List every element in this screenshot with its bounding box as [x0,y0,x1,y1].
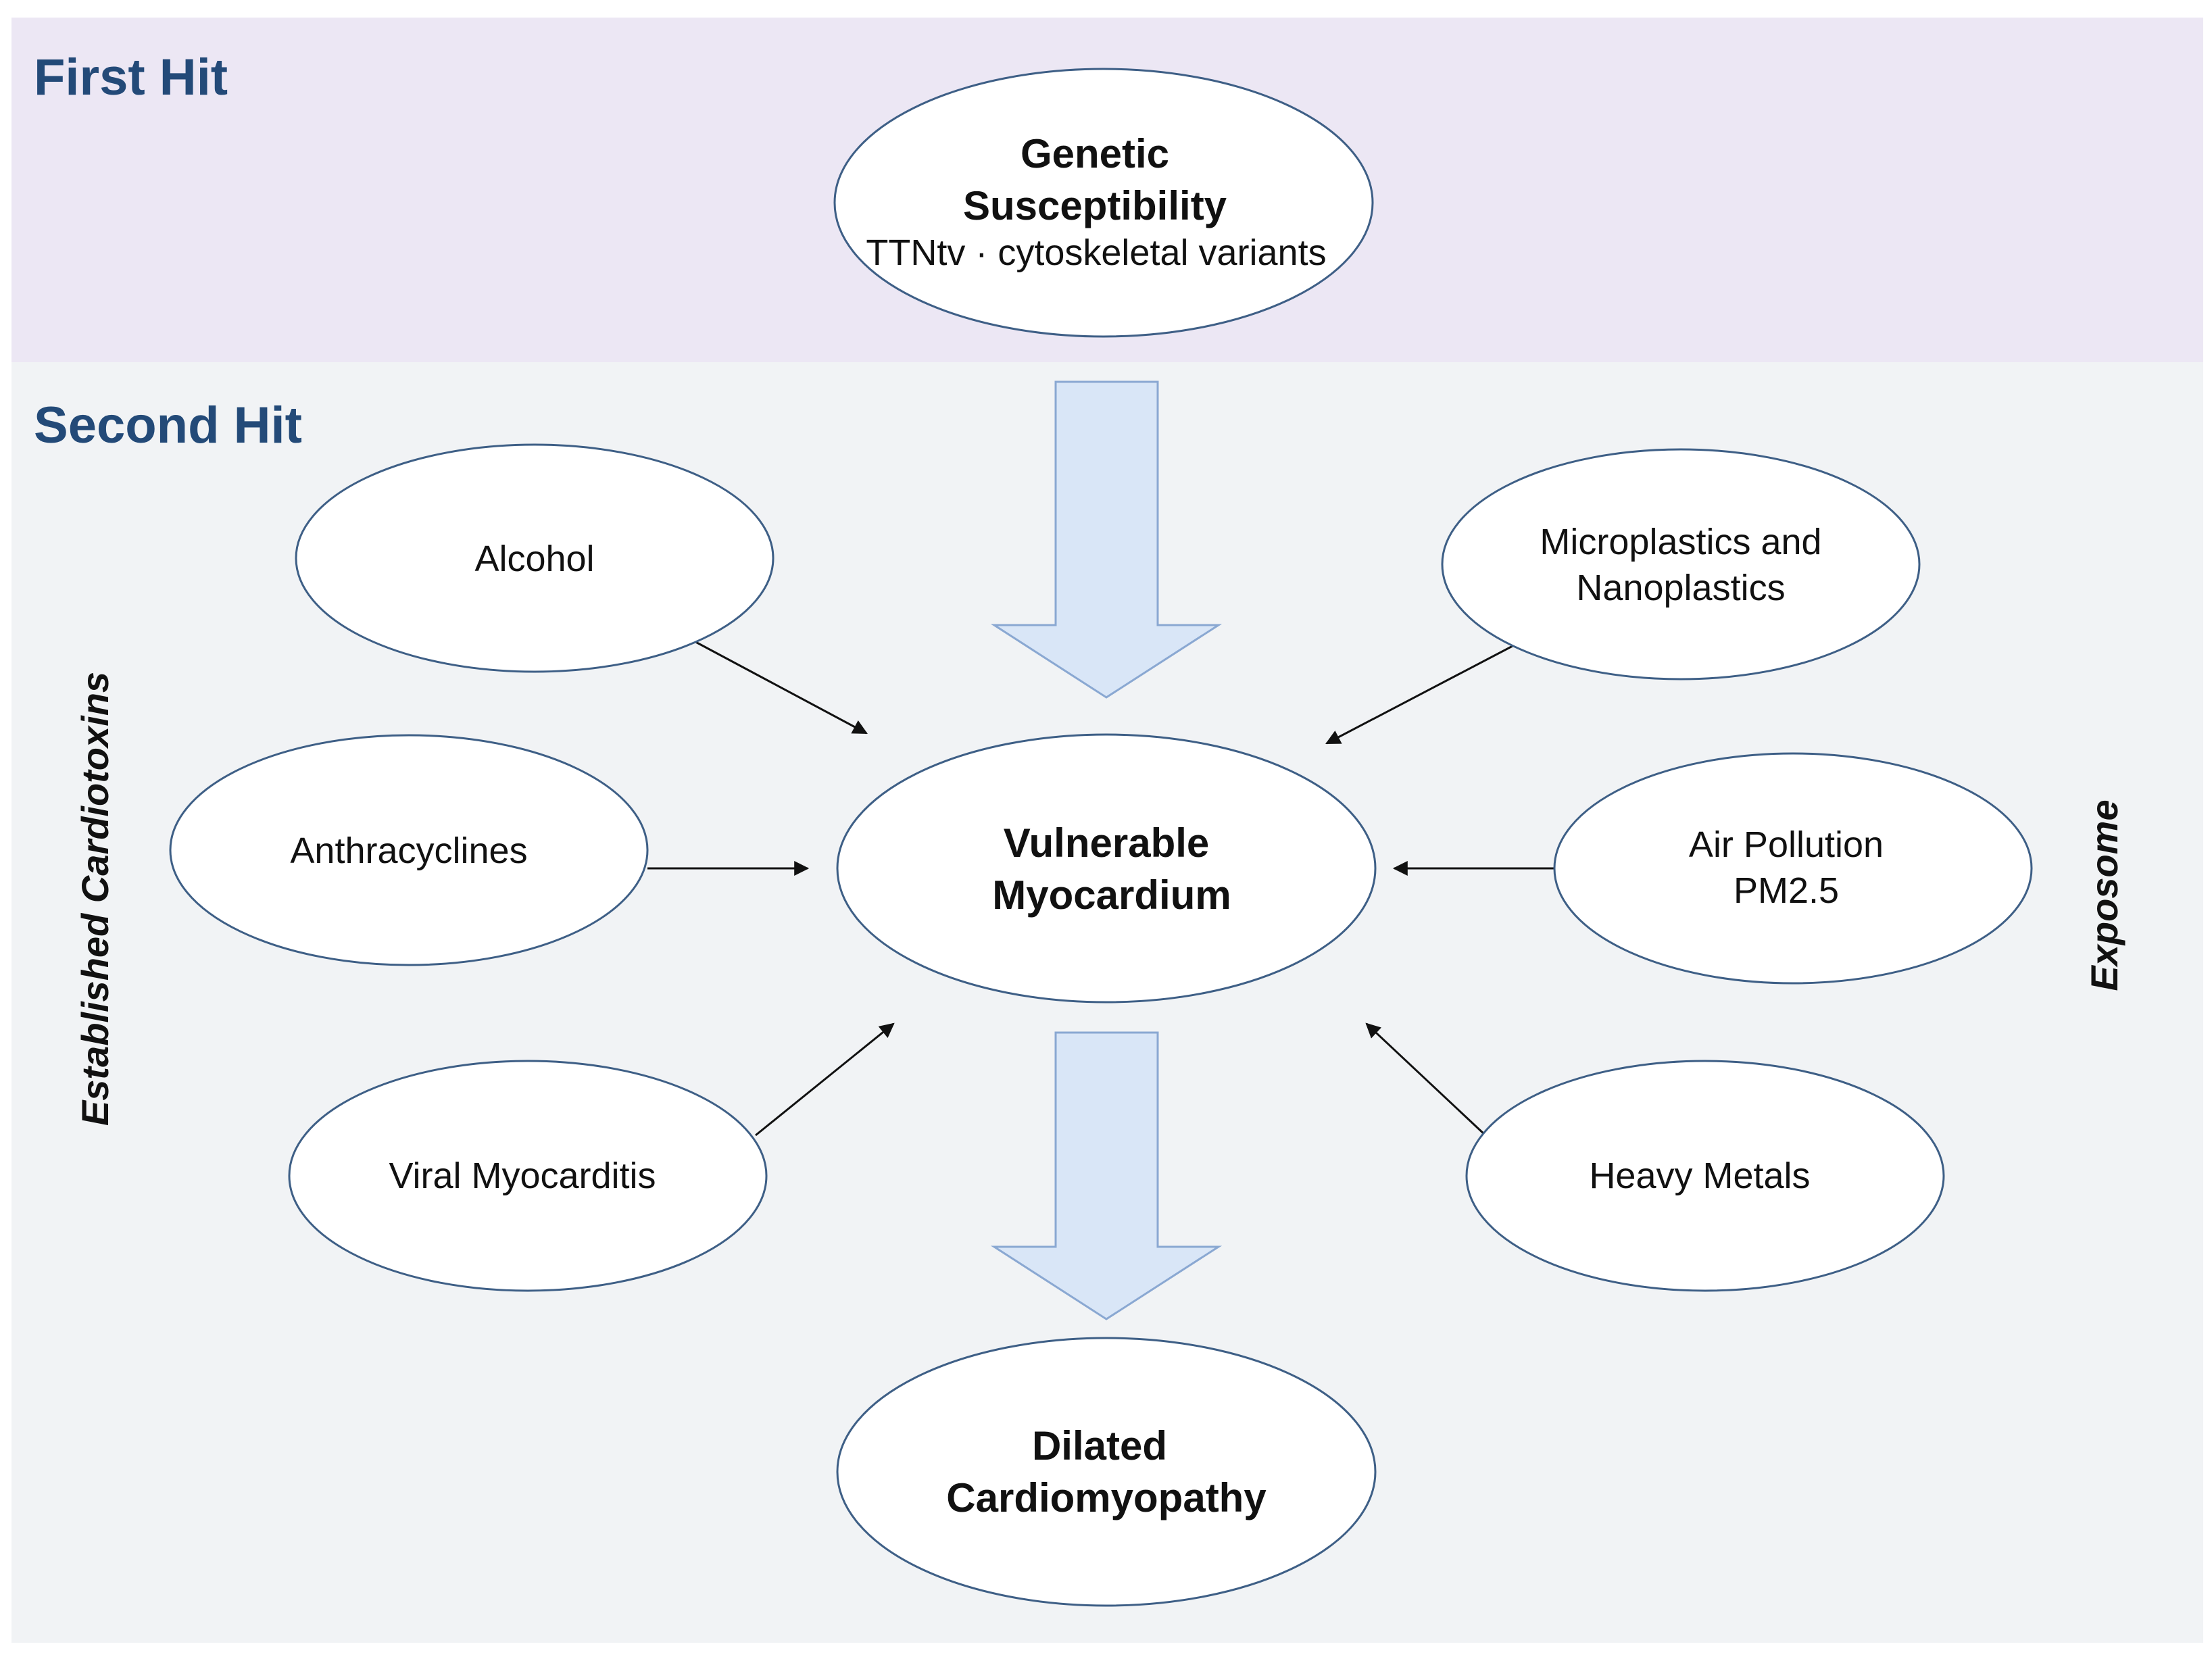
dilated-line2: Cardiomyopathy [946,1475,1267,1520]
alcohol-node: Alcohol [295,443,775,673]
anthracyclines-label: Anthracyclines [290,831,527,871]
dilated-line1: Dilated [1032,1423,1167,1468]
microplastics-label-line2: Nanoplastics [1576,568,1785,608]
dilated-cardiomyopathy-node: Dilated Cardiomyopathy [836,1337,1377,1607]
first-to-center-arrow [990,380,1223,699]
air-pollution-label-line2: PM2.5 [1734,870,1839,911]
air-pollution-node: Air Pollution PM2.5 [1553,752,2033,985]
vulnerable-line1: Vulnerable [1004,820,1210,866]
microplastics-label-line1: Microplastics and [1540,522,1821,562]
second-hit-title: Second Hit [34,397,302,454]
alcohol-label: Alcohol [474,539,594,579]
viral-myocarditis-node: Viral Myocarditis [288,1060,768,1292]
vulnerable-line2: Myocardium [992,872,1231,918]
genetic-line1: Genetic [1021,131,1169,176]
exposome-label: Exposome [2083,799,2125,991]
air-pollution-label-line1: Air Pollution [1689,824,1884,865]
center-to-outcome-arrow [990,1031,1223,1320]
genetic-susceptibility-node: Genetic Susceptibility TTNtv · cytoskele… [833,68,1374,338]
heavy-metals-node: Heavy Metals [1465,1060,1945,1292]
genetic-line2: Susceptibility [963,183,1227,228]
established-cardiotoxins-label: Established Cardiotoxins [74,672,116,1126]
vulnerable-myocardium-node: Vulnerable Myocardium [836,733,1377,1004]
genetic-subtitle: TTNtv · cytoskeletal variants [866,232,1326,273]
microplastics-connector-arrow [1325,644,1515,745]
microplastics-node: Microplastics and Nanoplastics [1441,448,1921,680]
first-hit-title: First Hit [34,49,228,106]
viral-myocarditis-label: Viral Myocarditis [389,1156,656,1196]
heavy-metals-label: Heavy Metals [1589,1156,1810,1196]
heavy-metals-connector-arrow [1365,1022,1487,1137]
anthracyclines-node: Anthracyclines [169,734,649,966]
viral-connector-arrow [755,1022,895,1137]
alcohol-connector-arrow [689,637,868,735]
